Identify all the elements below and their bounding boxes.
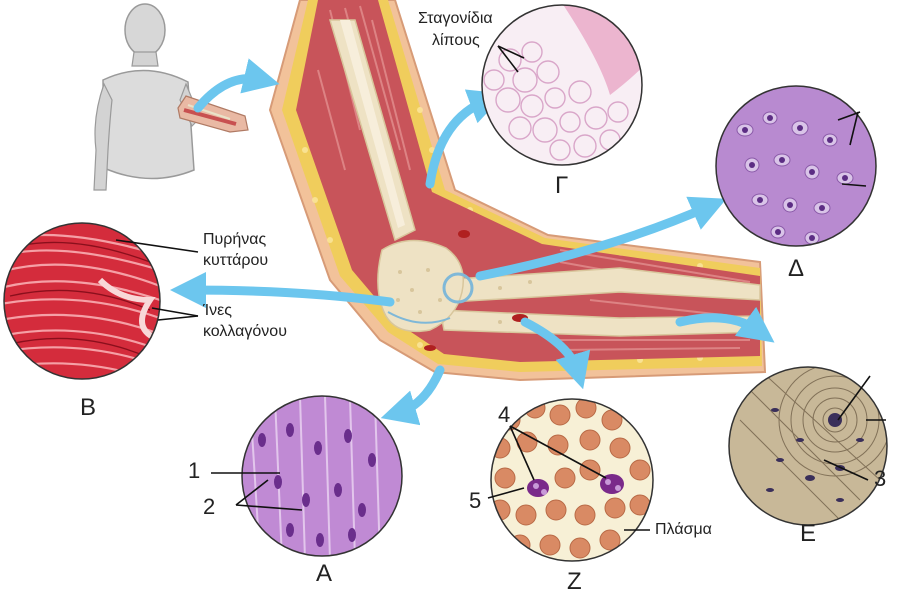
- plasma-label: Πλάσμα: [655, 520, 712, 539]
- panel-blood: [490, 398, 653, 561]
- panel-cartilage: [716, 86, 876, 246]
- marker-number-2: 2: [203, 494, 215, 520]
- panel-loose-connective: [242, 396, 402, 560]
- marker-number-3: 3: [874, 466, 886, 492]
- panel-letter-z: Ζ: [567, 568, 582, 596]
- panel-letter-b: Β: [80, 394, 96, 422]
- panel-letter-g: Γ: [555, 172, 568, 200]
- collagen-fibers-label-line1: Ίνες: [203, 301, 232, 320]
- collagen-fibers-label-line2: κολλαγόνου: [203, 322, 287, 341]
- panel-letter-e: Ε: [800, 520, 816, 548]
- cell-nucleus-label-line1: Πυρήνας: [203, 230, 266, 249]
- fat-droplets-label-line1: Σταγονίδια: [418, 9, 493, 28]
- panel-letter-d: Δ: [788, 255, 804, 283]
- panel-dense-connective: [0, 223, 160, 382]
- human-figure: [94, 4, 248, 190]
- panel-bone: [729, 364, 891, 525]
- panel-letter-a: Α: [316, 560, 332, 588]
- marker-number-4: 4: [498, 402, 510, 428]
- panel-fat-tissue: [482, 0, 650, 165]
- marker-number-5: 5: [469, 488, 481, 514]
- marker-number-1: 1: [188, 458, 200, 484]
- cell-nucleus-label-line2: κυττάρου: [203, 251, 268, 270]
- fat-droplets-label-line2: λίπους: [432, 31, 480, 50]
